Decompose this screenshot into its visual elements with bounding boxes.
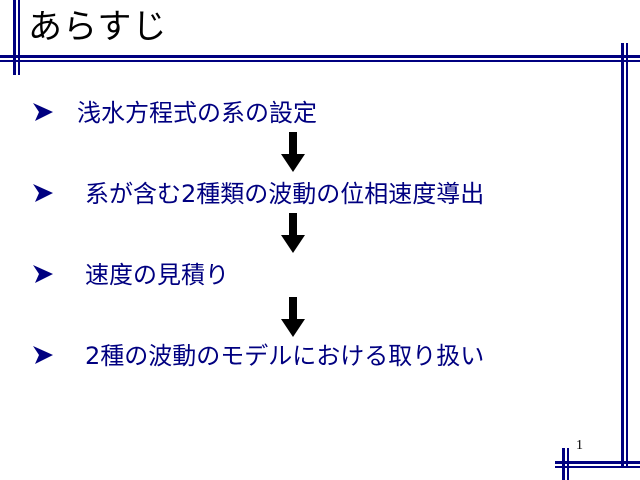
page-number: 1 <box>576 438 583 453</box>
frame-left-line-thin <box>18 0 20 75</box>
frame-bottom-line <box>555 461 640 464</box>
down-arrow-icon <box>281 297 305 337</box>
arrowhead-bullet-icon <box>33 346 53 364</box>
frame-right-line <box>621 43 624 466</box>
down-arrow-icon <box>281 132 305 172</box>
item-label: 速度の見積り <box>85 261 229 289</box>
slide-title: あらすじ <box>28 7 168 47</box>
item-label: 浅水方程式の系の設定 <box>77 99 317 127</box>
item-label: 系が含む2種類の波動の位相速度導出 <box>85 180 485 208</box>
frame-bottom-line-thin <box>555 466 640 468</box>
arrowhead-bullet-icon <box>33 265 53 283</box>
down-arrow-icon <box>281 213 305 253</box>
frame-bottom-left-line-thin <box>567 448 569 480</box>
frame-left-line <box>13 0 16 75</box>
frame-bottom-left-line <box>562 448 565 480</box>
frame-top-line <box>0 55 640 58</box>
arrowhead-bullet-icon <box>33 103 53 121</box>
arrowhead-bullet-icon <box>33 184 53 202</box>
item-label: 2種の波動のモデルにおける取り扱い <box>85 342 485 370</box>
frame-right-line-thin <box>626 43 628 466</box>
frame-top-line-thin <box>0 60 640 62</box>
